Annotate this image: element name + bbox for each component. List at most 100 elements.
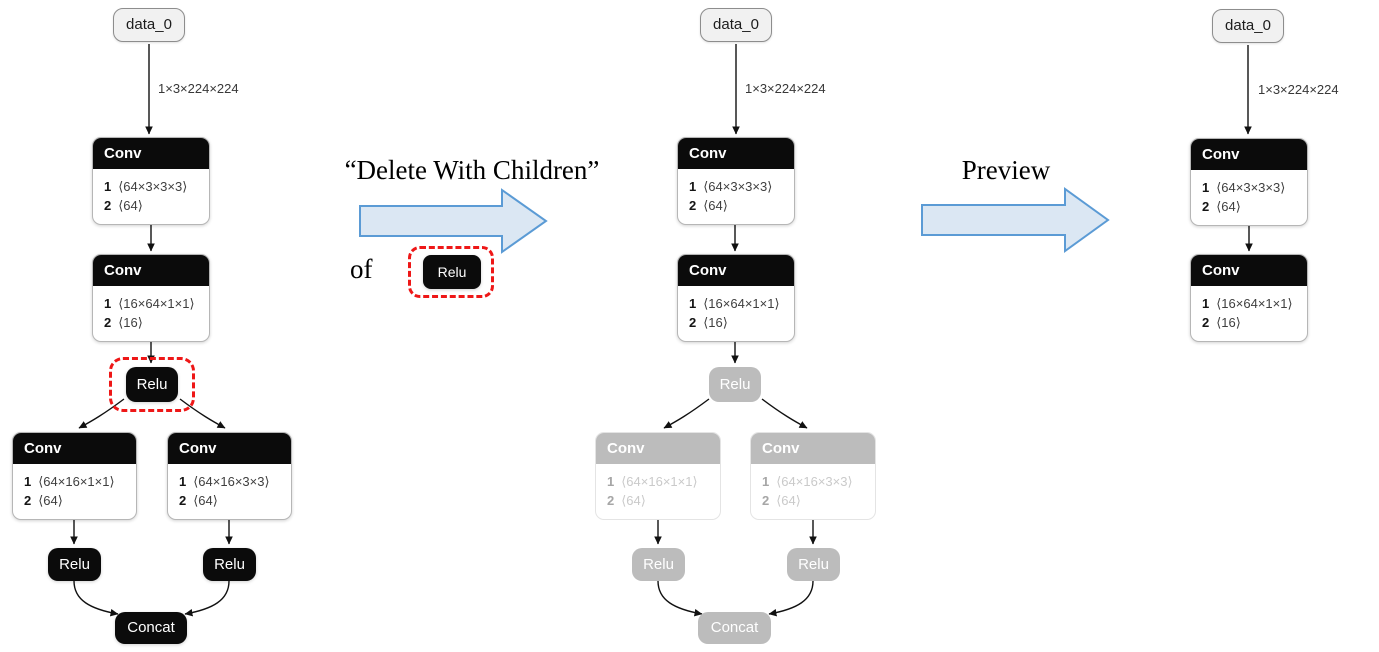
edge-shape-label: 1×3×224×224 xyxy=(158,81,239,96)
param-row: 1⟨64×3×3×3⟩ xyxy=(689,177,783,196)
param-row: 1 ⟨64×3×3×3⟩ xyxy=(1202,178,1296,197)
edge xyxy=(73,580,119,617)
param-shape: ⟨16⟩ xyxy=(118,315,143,330)
param-index: 1 xyxy=(104,179,112,194)
conv-node-deleted[interactable]: Conv 1⟨64×16×3×3⟩ 2⟨64⟩ xyxy=(750,432,876,520)
param-row: 2 ⟨64⟩ xyxy=(689,196,783,215)
preview-caption: Preview xyxy=(961,155,1051,185)
node-params: 1 ⟨64×16×3×3⟩ 2⟨64⟩ xyxy=(168,464,291,519)
param-shape: ⟨64×3×3×3⟩ xyxy=(118,179,188,194)
param-shape: ⟨64⟩ xyxy=(703,198,728,213)
param-shape: ⟨64×16×1×1⟩ xyxy=(621,474,698,489)
relu-node[interactable]: Relu xyxy=(48,548,101,581)
param-row: 1⟨64×16×3×3⟩ xyxy=(762,472,864,491)
param-index: 1 xyxy=(607,474,615,489)
relu-node[interactable]: Relu xyxy=(203,548,256,581)
node-params: 1⟨16×64×1×1⟩ 2⟨16⟩ xyxy=(678,286,794,341)
conv-node[interactable]: Conv 1 ⟨16×64×1×1⟩ 2 ⟨16⟩ xyxy=(1190,254,1308,342)
action-arrow xyxy=(359,188,548,254)
target-relu-node: Relu xyxy=(423,255,481,289)
param-index: 2 xyxy=(607,493,615,508)
node-params: 1⟨16×64×1×1⟩ 2 ⟨16⟩ xyxy=(93,286,209,341)
param-row: 2⟨64⟩ xyxy=(24,491,125,510)
node-params: 1 ⟨64×16×1×1⟩ 2 ⟨64⟩ xyxy=(596,464,720,519)
node-params: 1 ⟨16×64×1×1⟩ 2 ⟨16⟩ xyxy=(1191,286,1307,341)
data-0-node[interactable]: data_0 xyxy=(113,8,185,42)
param-row: 2⟨64⟩ xyxy=(179,491,280,510)
node-title: Conv xyxy=(596,433,720,464)
param-shape: ⟨16⟩ xyxy=(1216,315,1241,330)
param-row: 1 ⟨64×16×1×1⟩ xyxy=(24,472,125,491)
param-row: 1 ⟨64×3×3×3⟩ xyxy=(104,177,198,196)
relu-node-deleted[interactable]: Relu xyxy=(787,548,840,581)
param-index: 2 xyxy=(762,493,770,508)
param-index: 2 xyxy=(1202,199,1210,214)
relu-node-deleted[interactable]: Relu xyxy=(709,367,761,402)
param-row: 2⟨64⟩ xyxy=(762,491,864,510)
param-shape: ⟨64×16×3×3⟩ xyxy=(193,474,270,489)
conv-node[interactable]: Conv 1 ⟨64×3×3×3⟩ 2⟨64⟩ xyxy=(1190,138,1308,226)
edge xyxy=(663,398,710,429)
conv-node[interactable]: Conv 1 ⟨64×16×1×1⟩ 2⟨64⟩ xyxy=(12,432,137,520)
param-index: 1 xyxy=(24,474,32,489)
param-row: 1 ⟨64×16×1×1⟩ xyxy=(607,472,709,491)
conv-node-deleted[interactable]: Conv 1 ⟨64×16×1×1⟩ 2 ⟨64⟩ xyxy=(595,432,721,520)
node-title: Conv xyxy=(93,255,209,286)
edge-shape-label: 1×3×224×224 xyxy=(745,81,826,96)
param-index: 2 xyxy=(179,493,187,508)
node-params: 1⟨64×3×3×3⟩ 2 ⟨64⟩ xyxy=(678,169,794,224)
edge xyxy=(761,398,808,429)
param-row: 1⟨16×64×1×1⟩ xyxy=(689,294,783,313)
param-row: 1 ⟨64×16×3×3⟩ xyxy=(179,472,280,491)
node-title: Conv xyxy=(1191,255,1307,286)
param-row: 1⟨16×64×1×1⟩ xyxy=(104,294,198,313)
edge xyxy=(657,580,703,617)
param-index: 1 xyxy=(104,296,112,311)
action-caption: “Delete With Children” xyxy=(344,155,600,185)
param-index: 2 xyxy=(104,198,112,213)
param-index: 1 xyxy=(1202,296,1210,311)
relu-node-selected[interactable]: Relu xyxy=(126,367,178,402)
param-shape: ⟨64×16×3×3⟩ xyxy=(776,474,853,489)
param-shape: ⟨16×64×1×1⟩ xyxy=(703,296,780,311)
relu-node-deleted[interactable]: Relu xyxy=(632,548,685,581)
node-title: Conv xyxy=(751,433,875,464)
param-shape: ⟨16×64×1×1⟩ xyxy=(1216,296,1293,311)
node-title: Conv xyxy=(678,255,794,286)
param-index: 1 xyxy=(1202,180,1210,195)
node-params: 1 ⟨64×3×3×3⟩ 2⟨64⟩ xyxy=(1191,170,1307,225)
data-0-node[interactable]: data_0 xyxy=(700,8,772,42)
param-shape: ⟨64×3×3×3⟩ xyxy=(1216,180,1286,195)
preview-arrow xyxy=(921,187,1110,253)
node-title: Conv xyxy=(1191,139,1307,170)
param-row: 2⟨64⟩ xyxy=(1202,197,1296,216)
edge-shape-label: 1×3×224×224 xyxy=(1258,82,1339,97)
param-row: 2⟨64⟩ xyxy=(104,196,198,215)
edge xyxy=(768,580,814,617)
concat-node[interactable]: Concat xyxy=(115,612,187,644)
param-index: 2 xyxy=(1202,315,1210,330)
conv-node[interactable]: Conv 1 ⟨64×3×3×3⟩ 2⟨64⟩ xyxy=(92,137,210,225)
data-0-node[interactable]: data_0 xyxy=(1212,9,1284,43)
param-row: 2 ⟨16⟩ xyxy=(1202,313,1296,332)
edge xyxy=(184,580,230,617)
param-index: 1 xyxy=(179,474,187,489)
conv-node[interactable]: Conv 1⟨16×64×1×1⟩ 2 ⟨16⟩ xyxy=(92,254,210,342)
conv-node[interactable]: Conv 1⟨64×3×3×3⟩ 2 ⟨64⟩ xyxy=(677,137,795,225)
param-shape: ⟨64×16×1×1⟩ xyxy=(38,474,115,489)
node-title: Conv xyxy=(13,433,136,464)
node-title: Conv xyxy=(93,138,209,169)
param-index: 1 xyxy=(689,179,697,194)
param-shape: ⟨16⟩ xyxy=(703,315,728,330)
node-title: Conv xyxy=(168,433,291,464)
of-caption: of xyxy=(350,254,373,284)
conv-node[interactable]: Conv 1⟨16×64×1×1⟩ 2⟨16⟩ xyxy=(677,254,795,342)
node-title: Conv xyxy=(678,138,794,169)
param-shape: ⟨64⟩ xyxy=(621,493,646,508)
conv-node[interactable]: Conv 1 ⟨64×16×3×3⟩ 2⟨64⟩ xyxy=(167,432,292,520)
param-index: 2 xyxy=(104,315,112,330)
param-index: 2 xyxy=(689,198,697,213)
concat-node-deleted[interactable]: Concat xyxy=(698,612,771,644)
